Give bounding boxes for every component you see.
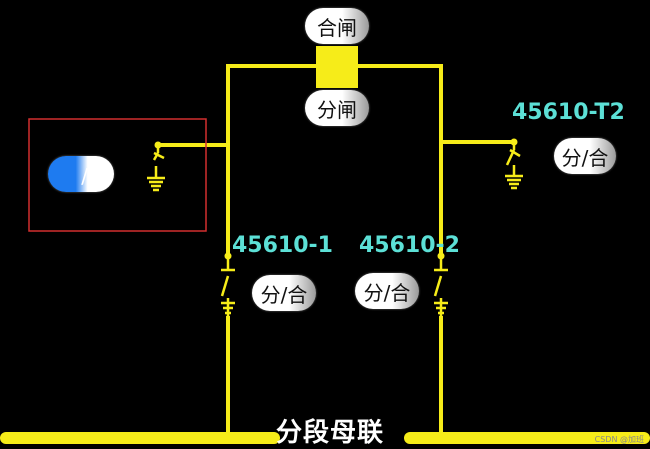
left-earth-toggle-label: /合 <box>81 163 108 188</box>
t2-earth-switch-symbol <box>505 142 523 190</box>
t2-toggle[interactable]: 分/合 <box>554 138 616 174</box>
disconnector-2-toggle[interactable]: 分/合 <box>355 273 419 309</box>
disconnector-1-toggle[interactable]: 分/合 <box>252 275 316 311</box>
disconnector-2-symbol <box>433 256 448 318</box>
breaker-close-button[interactable]: 合闸 <box>305 8 369 44</box>
left-earth-toggle[interactable]: /合 <box>48 156 114 192</box>
breaker-block <box>316 46 358 88</box>
busbar-left <box>0 432 280 444</box>
selection-highlight-box <box>28 118 207 232</box>
breaker-close-label: 合闸 <box>317 15 357 40</box>
disconnector-1-name-label: 45610-1 <box>232 233 333 258</box>
busbar-label: 分段母联 <box>276 418 385 448</box>
watermark: CSDN @加班 <box>594 435 644 444</box>
breaker-open-label: 分闸 <box>317 97 357 122</box>
disconnector-1-toggle-label: 分/合 <box>260 282 308 307</box>
disconnector-2-name-label: 45610-2 <box>359 233 460 258</box>
t2-toggle-label: 分/合 <box>561 145 609 170</box>
breaker-open-button[interactable]: 分闸 <box>305 90 369 126</box>
t2-name-label: 45610-T2 <box>512 100 625 125</box>
disconnector-1-symbol <box>220 256 235 318</box>
busbar-right <box>404 432 650 444</box>
left-earth-switch-symbol <box>147 145 165 192</box>
left-branch-node <box>154 141 162 149</box>
disconnector-2-toggle-label: 分/合 <box>363 280 411 305</box>
